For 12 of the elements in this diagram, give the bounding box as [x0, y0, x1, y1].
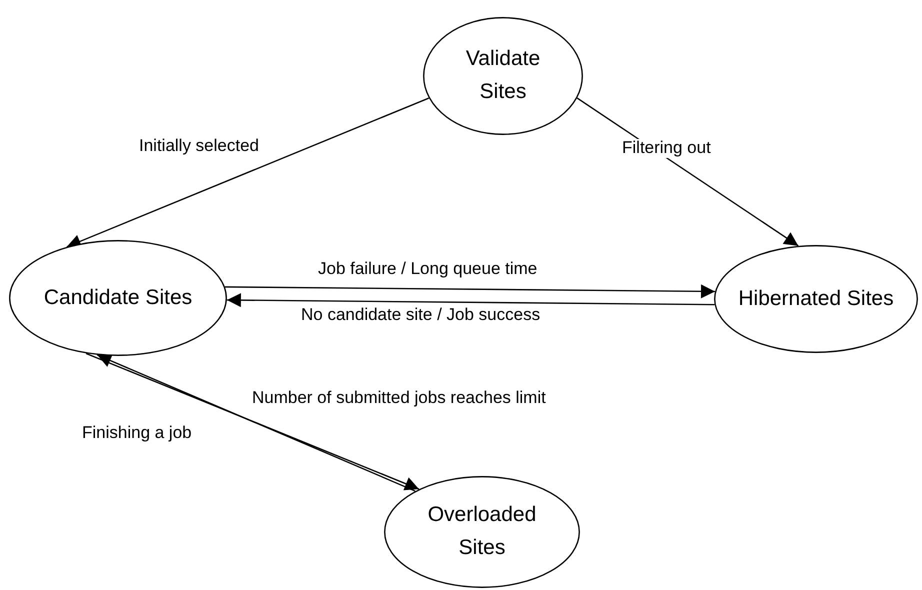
edge-label: Job failure / Long queue time — [316, 260, 540, 279]
arrow — [66, 98, 430, 248]
edge-label: Filtering out — [620, 139, 713, 158]
state-label: Hibernated Sites — [738, 286, 894, 312]
state-label: Validate Sites — [464, 46, 542, 105]
state-label: Overloaded Sites — [426, 502, 538, 561]
arrow — [576, 98, 799, 246]
edge-label: Number of submitted jobs reaches limit — [250, 389, 548, 408]
arrow — [226, 293, 715, 308]
edge-label: Finishing a job — [80, 424, 194, 443]
arrow — [224, 284, 715, 298]
state-label: Candidate Sites — [44, 284, 192, 311]
